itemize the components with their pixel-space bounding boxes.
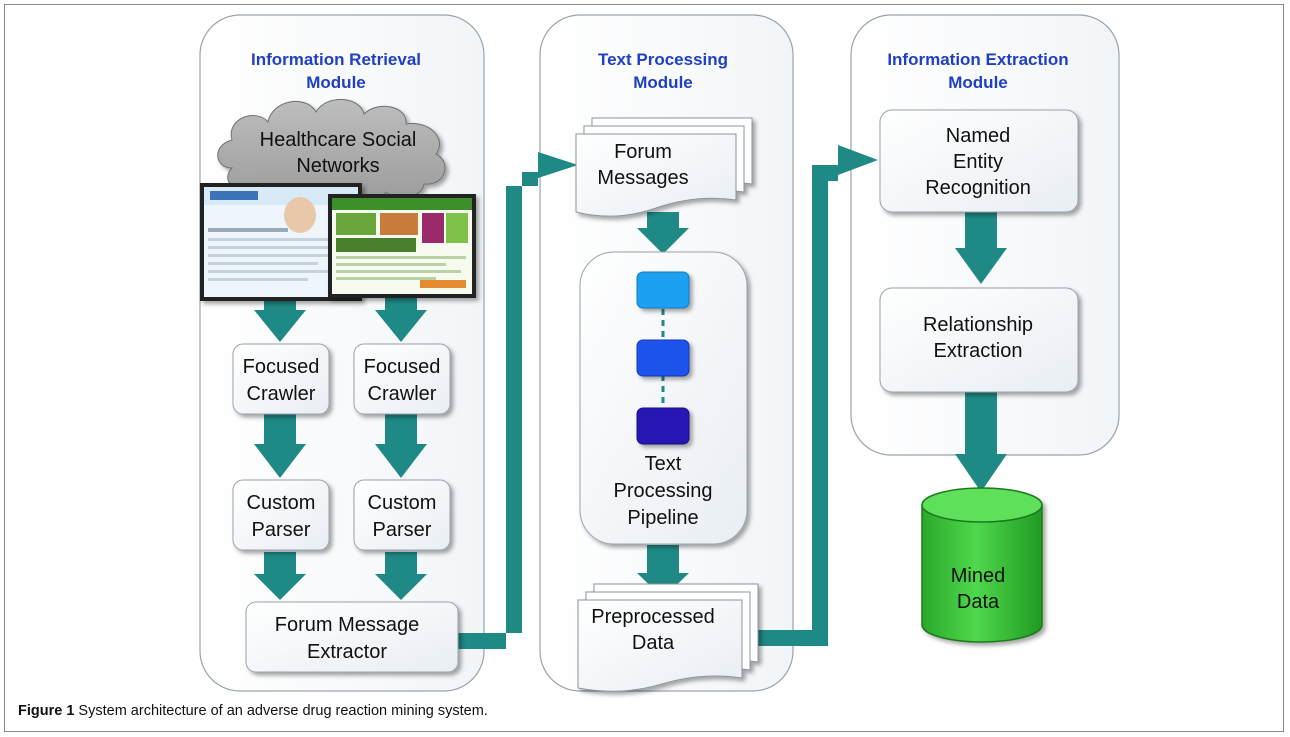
custom-parser-left-line2: Parser xyxy=(252,519,311,541)
focused-crawler-right-line1: Focused xyxy=(364,356,441,378)
pipeline-stage-2 xyxy=(636,339,690,377)
retrieval-module-title: Information Retrieval xyxy=(251,50,421,69)
focused-crawler-left-line2: Crawler xyxy=(247,383,316,405)
focused-crawler-left xyxy=(232,343,330,415)
pipeline-stage-3 xyxy=(636,407,690,445)
preprocessed-data-line1: Preprocessed xyxy=(591,606,714,628)
relationship-extraction-line1: Relationship xyxy=(923,314,1033,336)
cloud-label-line2: Networks xyxy=(296,155,379,177)
extraction-module-title: Information Extraction xyxy=(887,50,1068,69)
arrow-ner-to-relationship xyxy=(955,212,1007,284)
forum-messages-document-stack xyxy=(575,117,753,217)
focused-crawler-right-line2: Crawler xyxy=(368,383,437,405)
custom-parser-left-line1: Custom xyxy=(247,492,316,514)
arrow-forum-to-pipeline xyxy=(637,212,689,254)
relationship-extraction-line2: Extraction xyxy=(934,340,1023,362)
processing-module-title-line2: Module xyxy=(633,73,693,92)
mined-data-database-icon xyxy=(921,487,1043,643)
forum-message-extractor-line1: Forum Message xyxy=(275,614,420,636)
focused-crawler-left-line1: Focused xyxy=(243,356,320,378)
arrow-right-to-extractor xyxy=(375,552,427,600)
flow-arrows xyxy=(254,145,1007,649)
custom-parser-right-line1: Custom xyxy=(368,492,437,514)
forum-messages-line2: Messages xyxy=(597,167,688,189)
arrow-left-to-parser xyxy=(254,414,306,478)
pipeline-stage-1 xyxy=(636,271,690,309)
figure-caption: Figure 1 System architecture of an adver… xyxy=(18,703,488,719)
cloud-label-line1: Healthcare Social xyxy=(260,129,417,151)
arrow-relationship-to-mined xyxy=(955,392,1007,492)
forum-website-screenshot-right xyxy=(328,194,476,298)
processing-module-title: Text Processing xyxy=(598,50,728,69)
extraction-module-title-line2: Module xyxy=(948,73,1008,92)
forum-messages-line1: Forum xyxy=(614,141,672,163)
custom-parser-right-line2: Parser xyxy=(373,519,432,541)
custom-parser-right xyxy=(353,479,451,551)
ner-line2: Entity xyxy=(953,151,1003,173)
pipeline-label-line1: Text xyxy=(645,453,682,475)
ner-line1: Named xyxy=(946,125,1010,147)
arrow-right-to-parser xyxy=(375,414,427,478)
preprocessed-data-document-stack xyxy=(577,583,759,692)
custom-parser-left xyxy=(232,479,330,551)
mined-data-line2: Data xyxy=(957,591,1000,613)
arrow-left-to-extractor xyxy=(254,552,306,600)
forum-message-extractor-line2: Extractor xyxy=(307,641,387,663)
ner-line3: Recognition xyxy=(925,177,1031,199)
preprocessed-data-line2: Data xyxy=(632,632,675,654)
figure-caption-label: Figure 1 xyxy=(18,703,75,719)
arrow-preprocessed-to-ner xyxy=(752,145,878,646)
pipeline-label-line3: Pipeline xyxy=(627,507,698,529)
arrow-extractor-to-forum xyxy=(458,152,578,649)
forum-message-extractor xyxy=(245,601,459,673)
retrieval-module-title-line2: Module xyxy=(306,73,366,92)
relationship-extraction xyxy=(879,287,1079,393)
named-entity-recognition xyxy=(879,109,1079,213)
focused-crawler-right xyxy=(353,343,451,415)
pipeline-label-line2: Processing xyxy=(614,480,713,502)
mined-data-line1: Mined xyxy=(951,565,1005,587)
figure-caption-text: System architecture of an adverse drug r… xyxy=(74,703,488,719)
